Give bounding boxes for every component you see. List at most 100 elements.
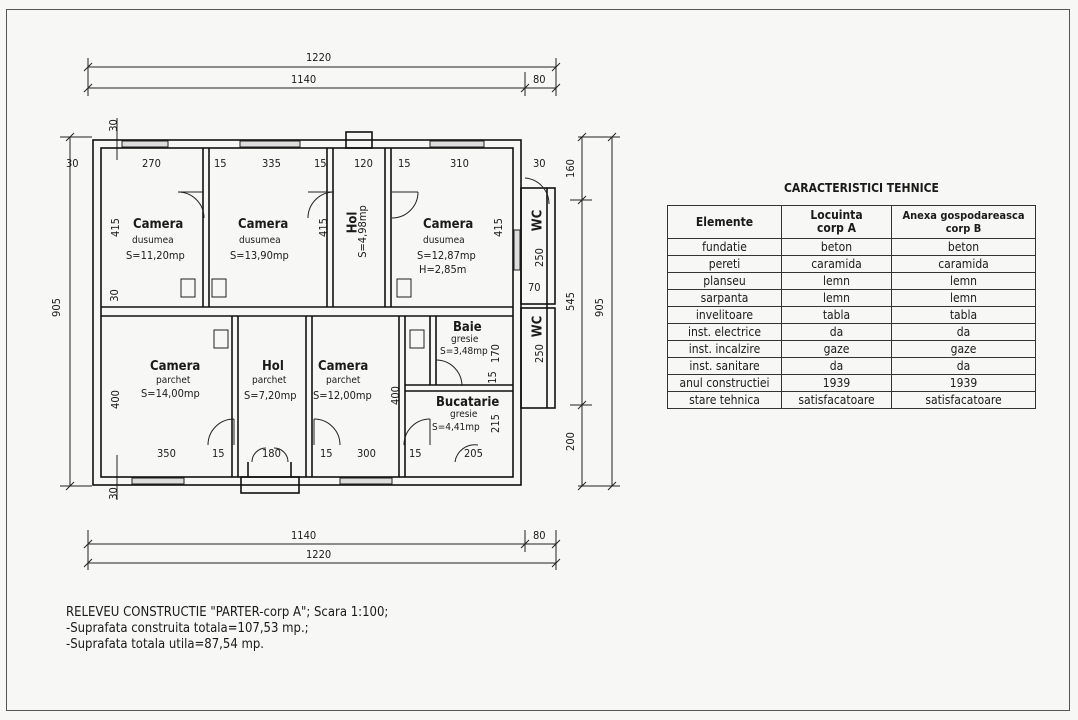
- door-swing-6: [403, 418, 431, 446]
- dim-v400-b: 400: [388, 386, 402, 405]
- room-7-area: S=12,00mp: [313, 389, 372, 402]
- room-6-floor: parchet: [252, 375, 287, 386]
- table-title: CARACTERISTICI TEHNICE: [784, 181, 939, 195]
- room-6-name: Hol: [262, 359, 284, 374]
- dim-row-b-3: 15: [320, 447, 333, 460]
- wc-2-name: WC: [530, 315, 546, 338]
- room-4-name: Camera: [423, 217, 474, 232]
- room-9-name: Bucatarie: [436, 395, 500, 410]
- entrance-step: [240, 476, 300, 494]
- dim-row-b-6: 205: [464, 447, 483, 460]
- dim-row-a-5: 120: [354, 157, 373, 170]
- dim-bottom-main: 1140: [291, 529, 317, 542]
- dim-row-b-4: 300: [357, 447, 376, 460]
- note-title: RELEVEU CONSTRUCTIE "PARTER-corp A"; Sca…: [66, 605, 389, 620]
- dim-top-main: 1140: [291, 73, 317, 86]
- dim-h15-baie: 15: [485, 371, 499, 384]
- header-elements: Elemente: [667, 205, 782, 239]
- dim-bottom-30: 30: [106, 487, 120, 500]
- window-top-2: [239, 140, 301, 148]
- room-4-area: S=12,87mp: [417, 249, 476, 262]
- dim-top-ext: 80: [533, 73, 546, 86]
- dim-bottom-ext: 80: [533, 529, 546, 542]
- outer-wall-outer: [92, 139, 522, 486]
- dim-row-b-1: 15: [212, 447, 225, 460]
- stove-icon-4: [213, 329, 229, 349]
- room-1-area: S=11,20mp: [126, 249, 185, 262]
- room-8-floor: gresie: [451, 334, 479, 345]
- room-3-area: S=4,98mp: [355, 205, 369, 258]
- dim-v415-a: 415: [108, 218, 122, 237]
- room-2-floor: dusumea: [239, 235, 281, 246]
- room-6-area: S=7,20mp: [244, 389, 297, 402]
- dim-right-545: 545: [563, 292, 577, 311]
- dim-v400-a: 400: [108, 390, 122, 409]
- dim-v70: 70: [528, 281, 541, 294]
- dim-row-a-2: 15: [214, 157, 227, 170]
- dim-v415-c: 415: [491, 218, 505, 237]
- dim-row-a-3: 335: [262, 157, 281, 170]
- dim-v170: 170: [488, 344, 502, 363]
- window-bottom-1: [131, 477, 185, 485]
- dim-row-b-2: 180: [262, 447, 281, 460]
- door-swing-11: [273, 447, 289, 463]
- window-right-1: [513, 229, 521, 271]
- window-bottom-2: [339, 477, 393, 485]
- room-4-height: H=2,85m: [419, 263, 467, 276]
- door-swing-8: [454, 444, 479, 463]
- dim-row-b-0: 350: [157, 447, 176, 460]
- door-swing-2: [307, 191, 335, 219]
- room-2-name: Camera: [238, 217, 289, 232]
- room-5-floor: parchet: [156, 375, 191, 386]
- window-top-1: [121, 140, 169, 148]
- door-swing-1: [177, 191, 205, 219]
- dim-row-a-7: 310: [450, 157, 469, 170]
- dim-bottom-total: 1220: [306, 548, 332, 561]
- dim-row-a-0: 30: [66, 157, 79, 170]
- room-1-floor: dusumea: [132, 235, 174, 246]
- door-swing-7: [435, 359, 463, 387]
- room-8-name: Baie: [453, 320, 482, 335]
- room-8-area: S=3,48mp: [440, 346, 488, 357]
- dim-right-200: 200: [563, 432, 577, 451]
- room-5-name: Camera: [150, 359, 201, 374]
- dim-v415-b: 415: [316, 218, 330, 237]
- dim-v250-b: 250: [532, 344, 546, 363]
- wc-annex-top: [520, 187, 556, 305]
- dim-top-total: 1220: [306, 51, 332, 64]
- room-7-name: Camera: [318, 359, 369, 374]
- wc-annex-bottom: [520, 307, 556, 409]
- room-2-area: S=13,90mp: [230, 249, 289, 262]
- dim-row-a-1: 270: [142, 157, 161, 170]
- room-4-floor: dusumea: [423, 235, 465, 246]
- room-5-area: S=14,00mp: [141, 387, 200, 400]
- door-swing-4: [207, 418, 235, 446]
- dim-v215: 215: [488, 414, 502, 433]
- drawing-notes: RELEVEU CONSTRUCTIE "PARTER-corp A"; Sca…: [66, 605, 388, 653]
- dim-row-a-6: 15: [398, 157, 411, 170]
- dim-right-total: 905: [592, 298, 606, 317]
- room-9-area: S=4,41mp: [432, 422, 480, 433]
- note-useful-area: -Suprafata totala utila=87,54 mp.: [66, 637, 265, 652]
- room-1-name: Camera: [133, 217, 184, 232]
- sheet-border: [6, 9, 1070, 711]
- dim-row-a-8: 30: [533, 157, 546, 170]
- room-9-floor: gresie: [450, 409, 478, 420]
- stove-icon-1: [180, 278, 196, 298]
- dim-row-b-5: 15: [409, 447, 422, 460]
- wc-1-name: WC: [530, 209, 546, 232]
- door-swing-10: [251, 447, 267, 463]
